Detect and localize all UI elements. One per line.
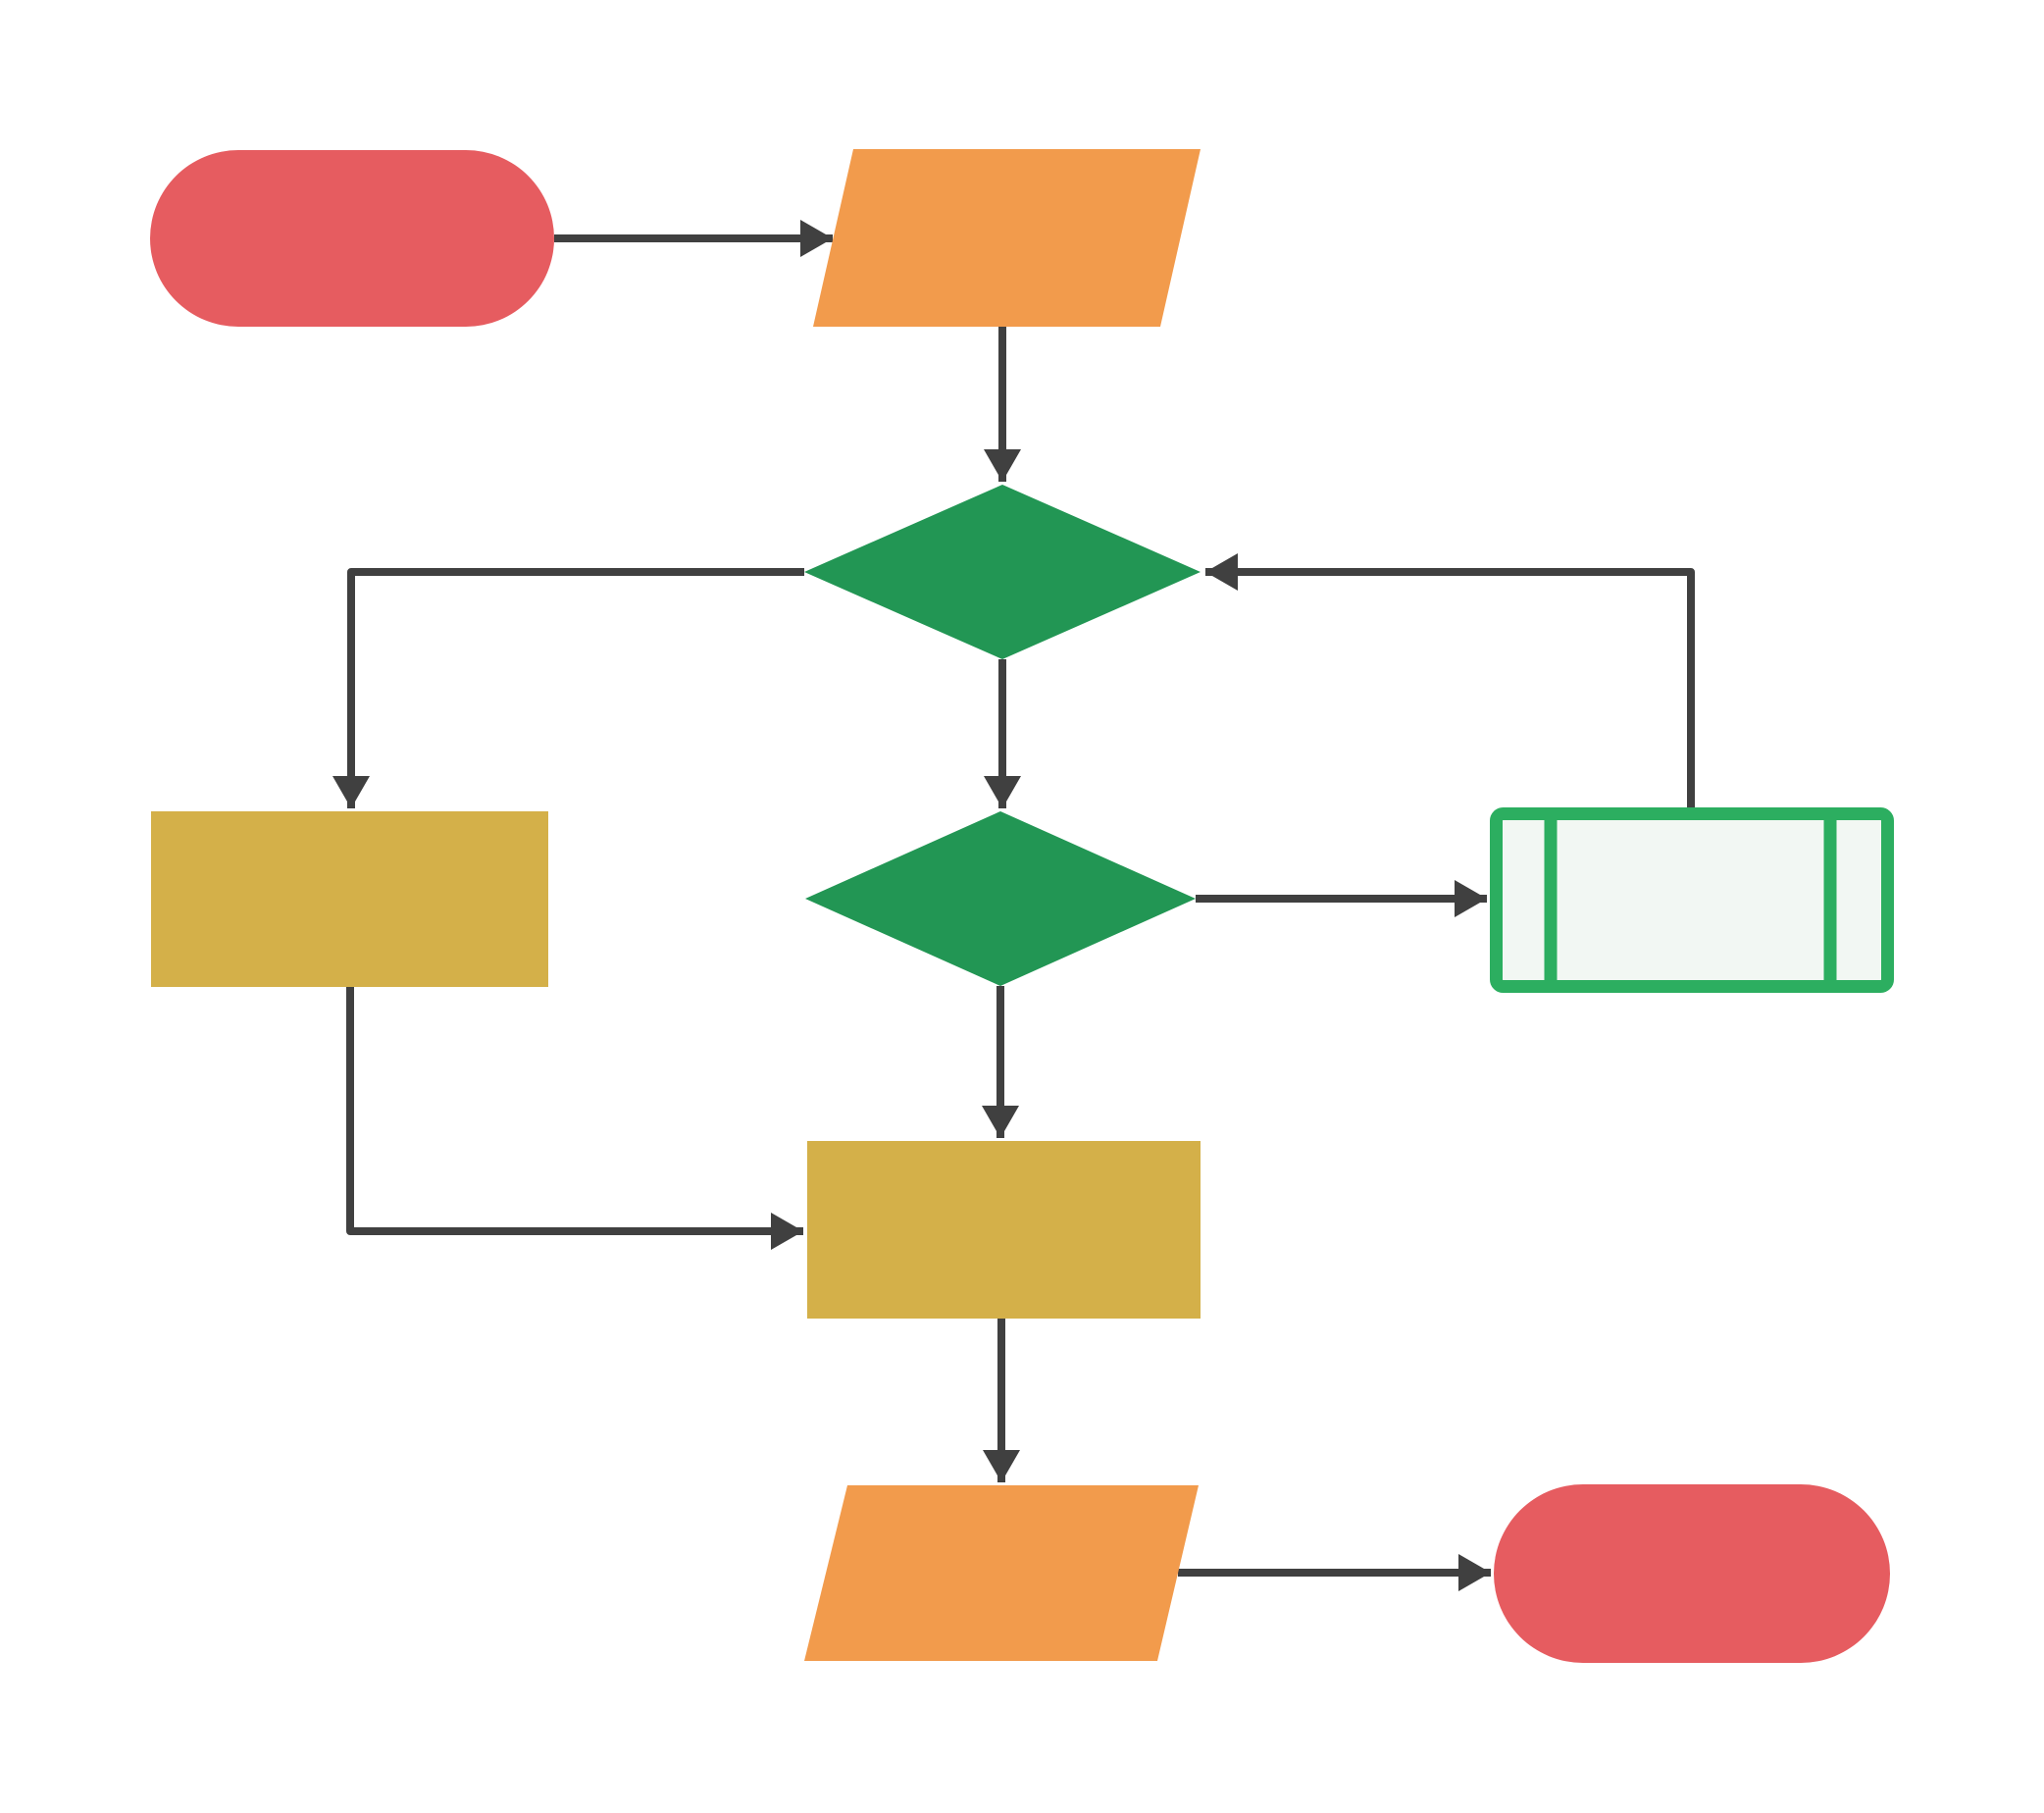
nodes-layer [150, 149, 1894, 1663]
node-process-left-rect [151, 811, 548, 987]
node-decision-2-diamond [805, 811, 1196, 986]
node-input-parallelogram [813, 149, 1201, 327]
subroutine-outline [1490, 807, 1894, 993]
edges-layer [332, 220, 1695, 1591]
node-output-parallelogram [804, 1485, 1199, 1661]
edge-decision1-to-process-left [332, 568, 804, 808]
node-subroutine-box [1490, 807, 1894, 993]
node-end-terminator [1494, 1484, 1890, 1663]
edge-process-left-to-process-center [346, 987, 803, 1250]
node-start-terminator [150, 150, 554, 327]
node-process-center-rect [807, 1141, 1201, 1319]
node-decision-1-diamond [804, 485, 1201, 659]
edge-subroutine-to-decision1 [1205, 553, 1695, 807]
